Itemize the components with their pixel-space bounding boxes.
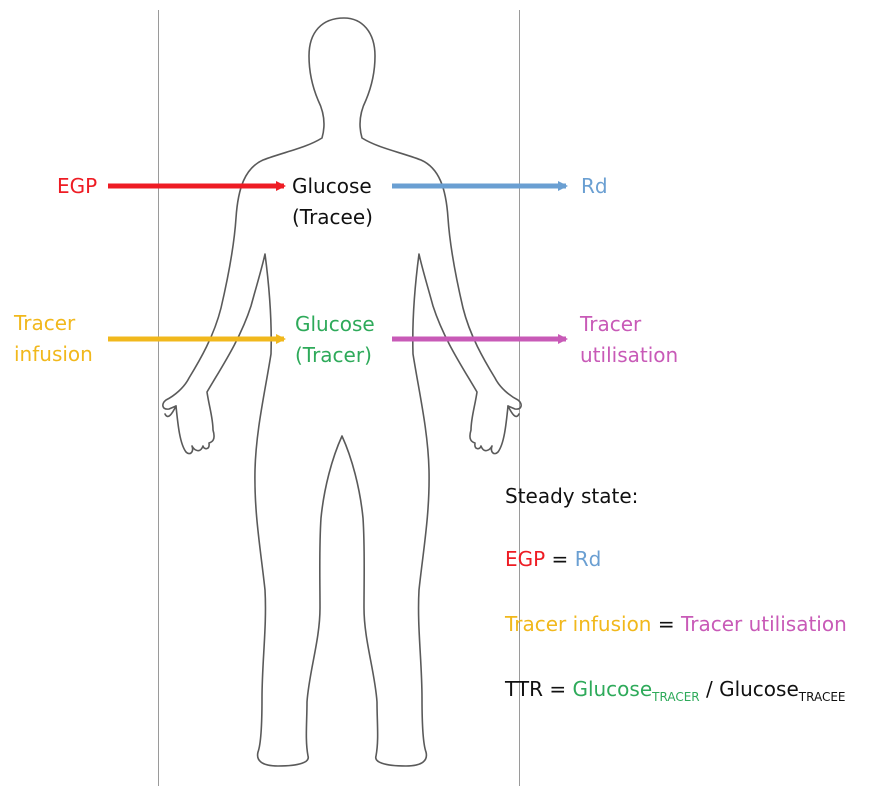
equation-egp-rd: EGP = Rd <box>505 546 601 572</box>
equation-glucose-tracee: GlucoseTRACEE <box>719 677 845 701</box>
steady-state-title: Steady state: <box>505 483 638 509</box>
equation-glucose-tracee-word: Glucose <box>719 677 799 701</box>
equation-tracer-balance: Tracer infusion = Tracer utilisation <box>505 611 847 637</box>
equation-equals-2: = <box>651 612 680 636</box>
equation-tracer-utilisation-term: Tracer utilisation <box>681 612 847 636</box>
tracer-utilisation-line1: Tracer <box>580 309 678 340</box>
equation-equals-1: = <box>545 547 574 571</box>
equation-glucose-tracer-word: Glucose <box>572 677 652 701</box>
equation-egp-term: EGP <box>505 547 545 571</box>
equation-ttr-prefix: TTR = <box>505 677 572 701</box>
rd-label: Rd <box>581 171 608 202</box>
glucose-tracee-line1: Glucose <box>292 171 373 202</box>
tracer-infusion-label: Tracer infusion <box>14 308 93 370</box>
equation-ttr: TTR = GlucoseTRACER / GlucoseTRACEE <box>505 676 846 710</box>
human-body-outline-icon <box>163 18 521 766</box>
egp-label: EGP <box>57 171 97 202</box>
equation-tracer-subscript: TRACER <box>652 690 699 704</box>
equation-rd-term: Rd <box>575 547 602 571</box>
equation-tracer-infusion-term: Tracer infusion <box>505 612 651 636</box>
equation-glucose-tracer: GlucoseTRACER <box>572 677 699 701</box>
glucose-tracer-line2: (Tracer) <box>295 340 375 371</box>
glucose-tracer-label: Glucose (Tracer) <box>295 309 375 371</box>
equation-tracee-subscript: TRACEE <box>799 690 846 704</box>
tracer-utilisation-line2: utilisation <box>580 340 678 371</box>
equation-divide: / <box>700 677 719 701</box>
glucose-tracee-label: Glucose (Tracee) <box>292 171 373 233</box>
glucose-tracer-line1: Glucose <box>295 309 375 340</box>
glucose-tracee-line2: (Tracee) <box>292 202 373 233</box>
tracer-utilisation-label: Tracer utilisation <box>580 309 678 371</box>
tracer-infusion-line2: infusion <box>14 339 93 370</box>
tracer-infusion-line1: Tracer <box>14 308 93 339</box>
